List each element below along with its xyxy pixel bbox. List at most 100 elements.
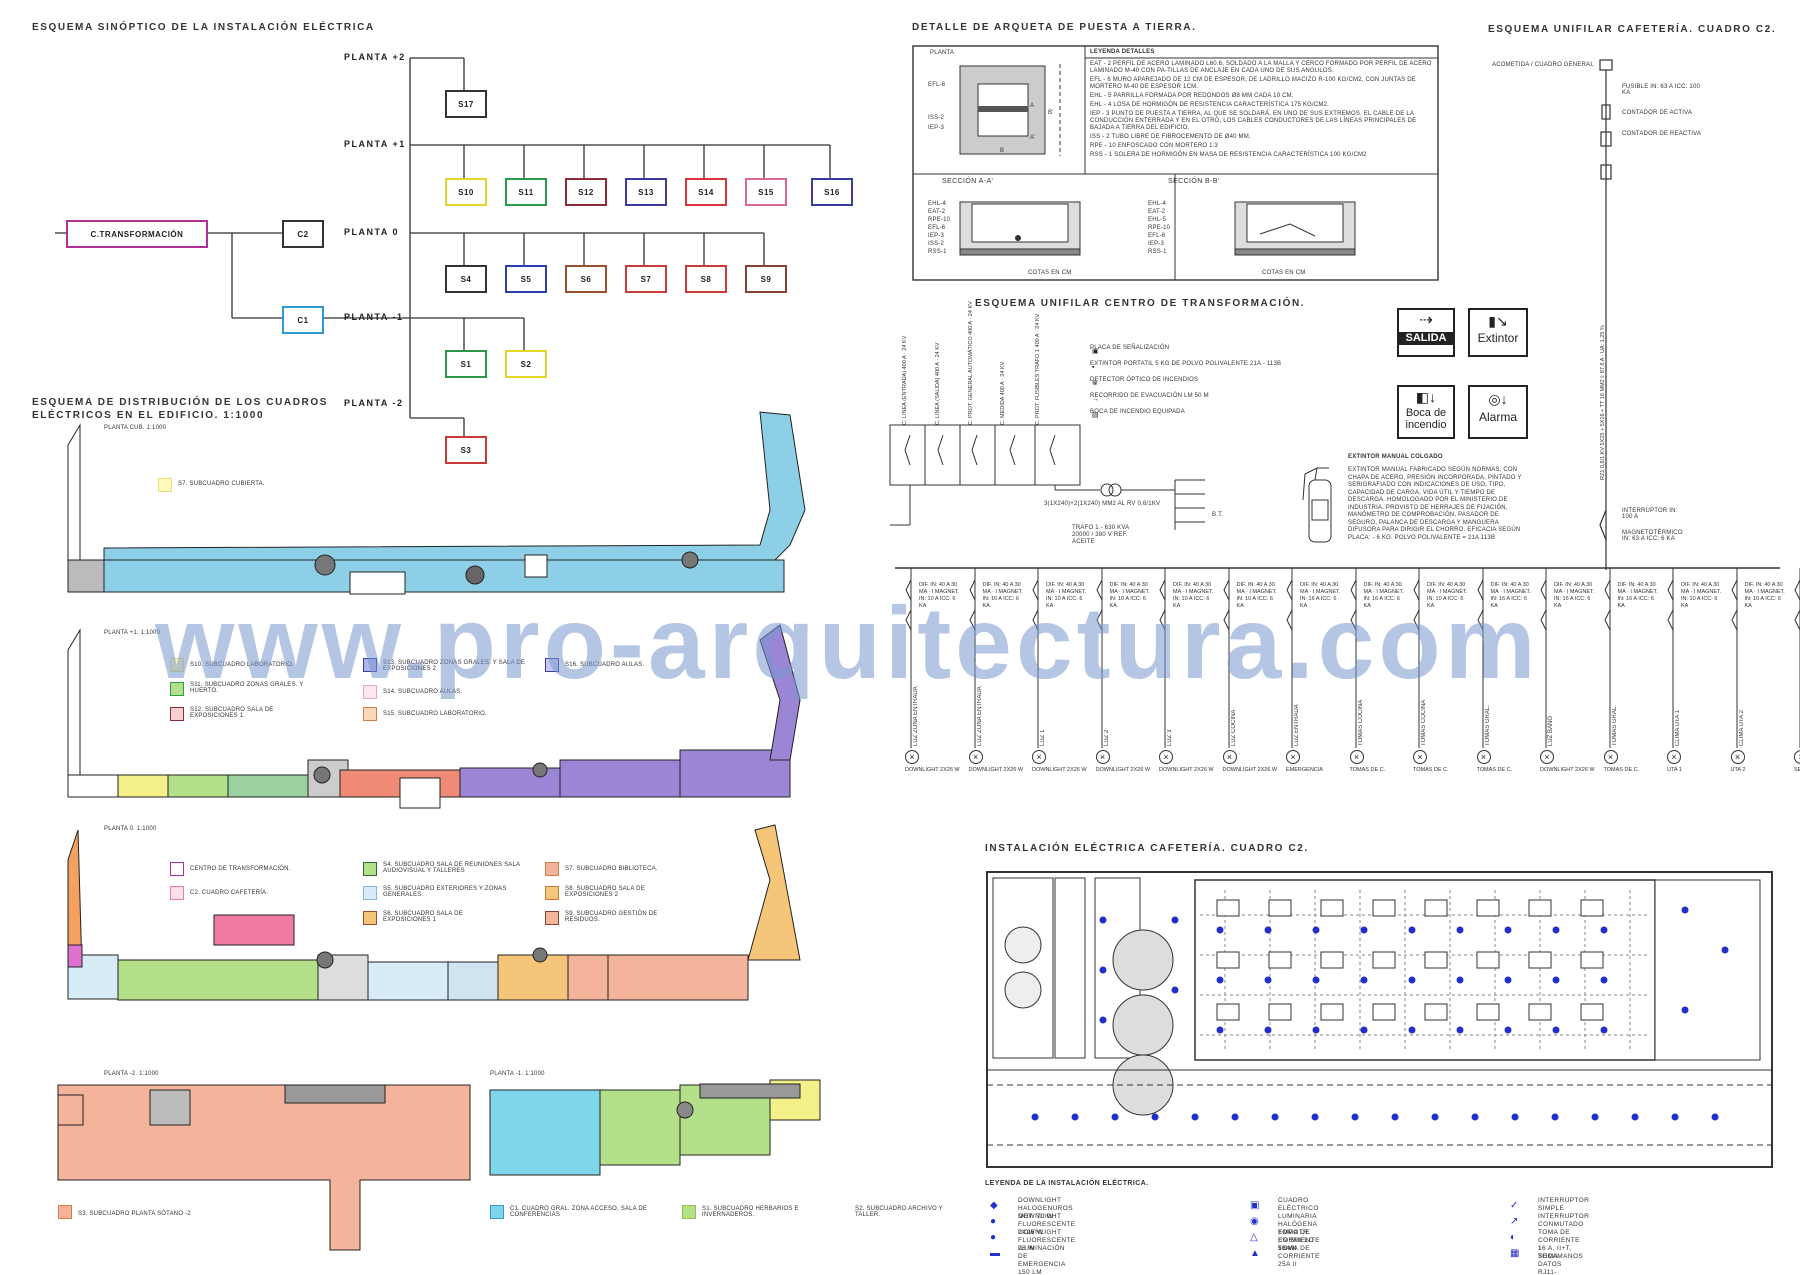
tag: IEP-3 — [928, 233, 945, 239]
board-s12[interactable]: S12 — [565, 178, 607, 206]
downlight-icon — [1216, 1026, 1224, 1034]
board-s9[interactable]: S9 — [745, 265, 787, 293]
table-icon — [1268, 899, 1292, 917]
breaker-spec: Dif. IN: 40 A 30 mA · I MAGNET. IN: 10 A… — [1236, 582, 1277, 609]
downlight-icon — [1312, 1026, 1320, 1034]
board-s15[interactable]: S15 — [745, 178, 787, 206]
board-s10[interactable]: S10 — [445, 178, 487, 206]
board-ct[interactable]: C.TRANSFORMACIÓN — [66, 220, 208, 248]
board-s11[interactable]: S11 — [505, 178, 547, 206]
legend-row: ●DOWNLIGHT FLUORESCENTE 2X26 W — [990, 1211, 1075, 1236]
cafe-circuit: Dif. IN: 40 A 30 mA · I MAGNET. IN: 10 A… — [1794, 568, 1800, 833]
emergency-light-icon: ▬ — [990, 1248, 1000, 1259]
contador-reactiva: CONTADOR DE REACTIVA — [1622, 131, 1702, 137]
downlight-icon — [1456, 926, 1464, 934]
simple-switch-icon: ✓ — [1510, 1200, 1519, 1211]
ct-bt: B.T. — [1212, 512, 1224, 518]
downlight-icon — [1504, 926, 1512, 934]
load-symbol-icon: × — [1476, 750, 1491, 764]
load-label: TOMAS DE C. — [1349, 767, 1386, 773]
circuit-line — [1413, 568, 1420, 748]
table-icon — [1268, 951, 1292, 969]
section-aa-title: SECCIÓN A-A' — [942, 178, 994, 185]
legend-ct: CENTRO DE TRANSFORMACIÓN. — [190, 866, 291, 872]
instal-cafe-title: Instalación eléctrica cafetería. Cuadro … — [985, 843, 1309, 854]
tag: EAT-2 — [928, 209, 946, 215]
board-s5[interactable]: S5 — [505, 265, 547, 293]
interruptor: INTERRUPTOR IN: 100 A — [1622, 508, 1678, 520]
table-icon — [1424, 899, 1448, 917]
downlight-icon — [1264, 976, 1272, 984]
downlight-icon — [1408, 1026, 1416, 1034]
board-s1[interactable]: S1 — [445, 350, 487, 378]
legend-text: INTERRUPTOR SIMPLE — [1538, 1197, 1590, 1212]
board-s13[interactable]: S13 — [625, 178, 667, 206]
board-s8[interactable]: S8 — [685, 265, 727, 293]
extinguisher-drawing — [1302, 467, 1332, 543]
table-icon — [1320, 899, 1344, 917]
sign-boca: ◧↓ Boca de incendio — [1397, 385, 1455, 439]
tag: EHL-4 — [928, 201, 947, 207]
ct-legend-item: RECORRIDO DE EVACUACIÓN LM 50 M — [1090, 393, 1209, 399]
circuit-line — [1222, 568, 1229, 748]
board-s2[interactable]: S2 — [505, 350, 547, 378]
tag: EFL-6 — [1148, 233, 1166, 239]
board-s14[interactable]: S14 — [685, 178, 727, 206]
ct-trafo: TRAFO 1 - 630 kVA 20000 / 380 V REF. ACE… — [1072, 525, 1129, 545]
load-symbol-icon: × — [1159, 750, 1173, 764]
downlight-icon — [1721, 946, 1729, 954]
board-c2[interactable]: C2 — [282, 220, 324, 248]
tag: IEP-3 — [1148, 241, 1165, 247]
ct-cell-label: C. LÍNEA (SALIDA) 400 A · 24 kV — [935, 342, 941, 425]
circuit-line — [968, 568, 975, 748]
load-label: TOMAS DE C. — [1476, 767, 1513, 773]
legend-s5: S5. SUBCUADRO EXTERIORES Y ZONAS GENERAL… — [383, 886, 507, 898]
extinguisher-icon: ▪ — [1092, 364, 1095, 371]
downlight-icon — [1312, 926, 1320, 934]
table-icon — [1528, 1003, 1552, 1021]
legend-row: ●DOWNLIGHT FLUORESCENTE 26 W — [990, 1227, 1075, 1252]
board-s3[interactable]: S3 — [445, 436, 487, 464]
downlight-icon — [1099, 1016, 1107, 1024]
cafe-busbar — [895, 567, 1780, 569]
load-label: TOMAS DE C. — [1603, 767, 1640, 773]
board-s16[interactable]: S16 — [811, 178, 853, 206]
grounding-item: EFL - 6 MURO APAREJADO DE 12 CM DE ESPES… — [1090, 77, 1416, 90]
circuit-line — [1159, 568, 1166, 748]
legend-s7: S7. SUBCUADRO BIBLIOTECA. — [565, 866, 658, 872]
table-icon — [1476, 1003, 1500, 1021]
load-symbol-icon: × — [1413, 750, 1427, 764]
tag: EFL-6 — [928, 225, 946, 231]
table-icon — [1424, 1003, 1448, 1021]
extintor-text: EXTINTOR MANUAL FABRICADO SEGÚN NORMAS, … — [1348, 467, 1522, 541]
table-icon — [1216, 899, 1240, 917]
load-label: SECADOR — [1794, 767, 1800, 773]
breaker-spec: Dif. IN: 40 A 30 mA · I MAGNET. IN: 10 A… — [1046, 582, 1087, 609]
cotas-aa: COTAS EN CM — [1028, 270, 1072, 276]
tag-iss2: ISS-2 — [928, 115, 945, 121]
tag-b: B — [1000, 148, 1005, 154]
legend-swatch-s7 — [545, 862, 559, 876]
load-label: DOWNLIGHT 2X26 W — [905, 767, 960, 773]
circuit-line — [1286, 568, 1293, 748]
table-icon — [1528, 899, 1552, 917]
circuit-name: CLIMA UTA 2 — [1738, 710, 1745, 746]
downlight-icon — [1671, 1113, 1679, 1121]
hand-dryer-socket-icon: ◐ — [1510, 1232, 1517, 1243]
legend-text: LUMINARIA HALÓGENA EMPOTR. EN SUELO 50 W… — [1278, 1213, 1317, 1252]
downlight-icon — [1600, 1026, 1608, 1034]
downlight-icon — [1360, 1026, 1368, 1034]
legend-s9: S9. SUBCUADRO GESTIÓN DE RESIDUOS. — [565, 911, 658, 923]
ct-unifilar-title: Esquema unifilar centro de transformació… — [975, 298, 1306, 309]
board-c1[interactable]: C1 — [282, 306, 324, 334]
extinguisher-sign-icon: ▮↘ — [1488, 313, 1508, 329]
downlight-icon — [1552, 1026, 1560, 1034]
downlight-halide-icon: ◆ — [990, 1200, 998, 1211]
grounding-item: IEP - 3 PUNTO DE PUESTA A TIERRA, AL QUE… — [1090, 111, 1417, 131]
downlight-icon — [1600, 926, 1608, 934]
tag: EAT-2 — [1148, 209, 1166, 215]
board-s4[interactable]: S4 — [445, 265, 487, 293]
board-s6[interactable]: S6 — [565, 265, 607, 293]
board-s17[interactable]: S17 — [445, 90, 487, 118]
board-s7[interactable]: S7 — [625, 265, 667, 293]
